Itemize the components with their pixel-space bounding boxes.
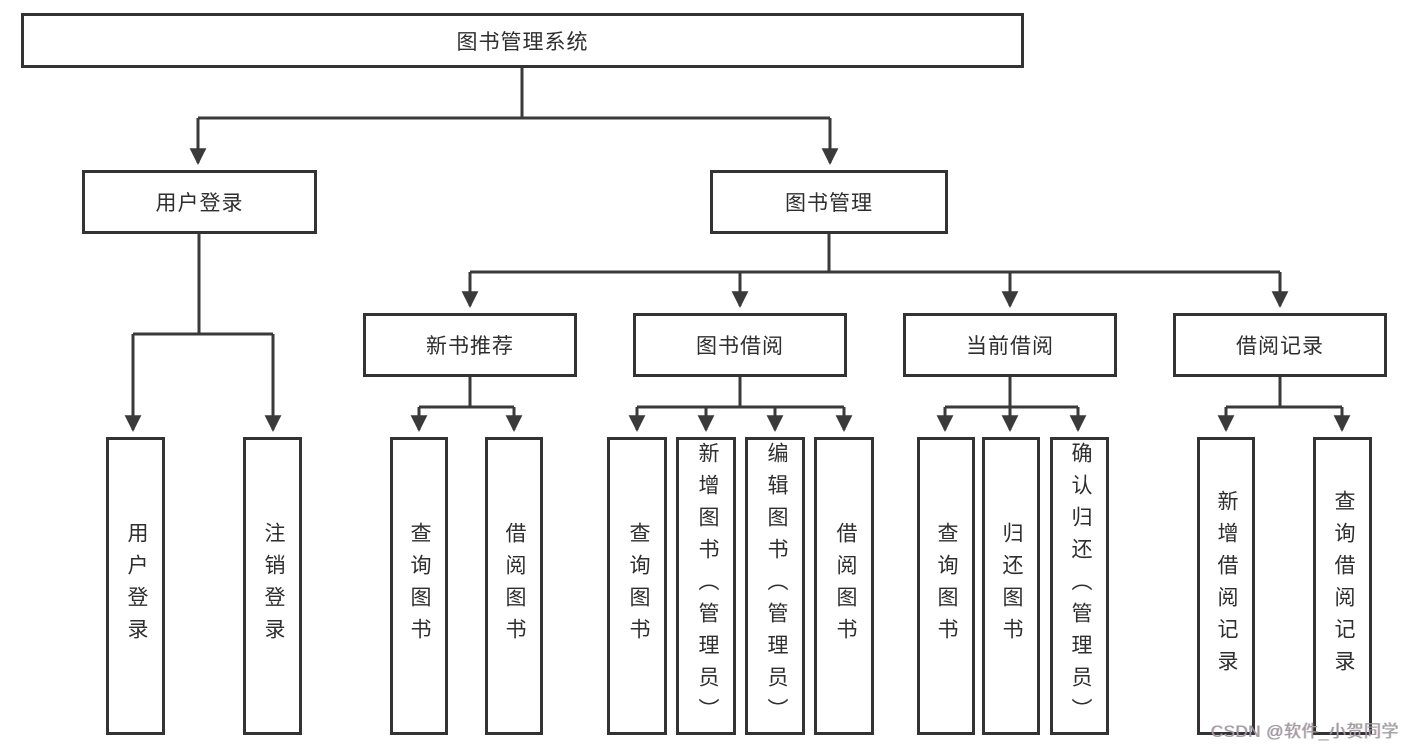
node-library-system: 图书管理系统: [21, 13, 1024, 68]
leaf-borrow-books: 借阅图书: [814, 437, 874, 735]
leaf-add-borrow-record: 新增借阅记录: [1197, 437, 1255, 735]
leaf-add-books-admin: 新增图书（管理员）: [676, 437, 736, 735]
leaf-edit-books-admin: 编辑图书（管理员）: [745, 437, 805, 735]
leaf-confirm-return-admin: 确认归还（管理员）: [1050, 437, 1109, 735]
node-book-management: 图书管理: [710, 170, 948, 234]
leaf-query-books: 查询图书: [390, 437, 448, 735]
leaf-borrow-books: 借阅图书: [485, 437, 543, 735]
node-book-borrowing: 图书借阅: [633, 313, 847, 377]
node-new-book-recommend: 新书推荐: [363, 313, 577, 377]
node-current-borrowing: 当前借阅: [903, 313, 1117, 377]
node-borrowing-records: 借阅记录: [1173, 313, 1387, 377]
leaf-user-login: 用户登录: [106, 437, 165, 735]
leaf-logout: 注销登录: [243, 437, 302, 735]
node-user-login: 用户登录: [82, 170, 317, 234]
csdn-watermark: CSDN @软件_小贺同学: [1210, 722, 1399, 741]
leaf-return-books: 归还图书: [982, 437, 1040, 735]
leaf-query-books: 查询图书: [607, 437, 667, 735]
leaf-query-books: 查询图书: [917, 437, 975, 735]
leaf-query-borrow-record: 查询借阅记录: [1313, 437, 1372, 735]
